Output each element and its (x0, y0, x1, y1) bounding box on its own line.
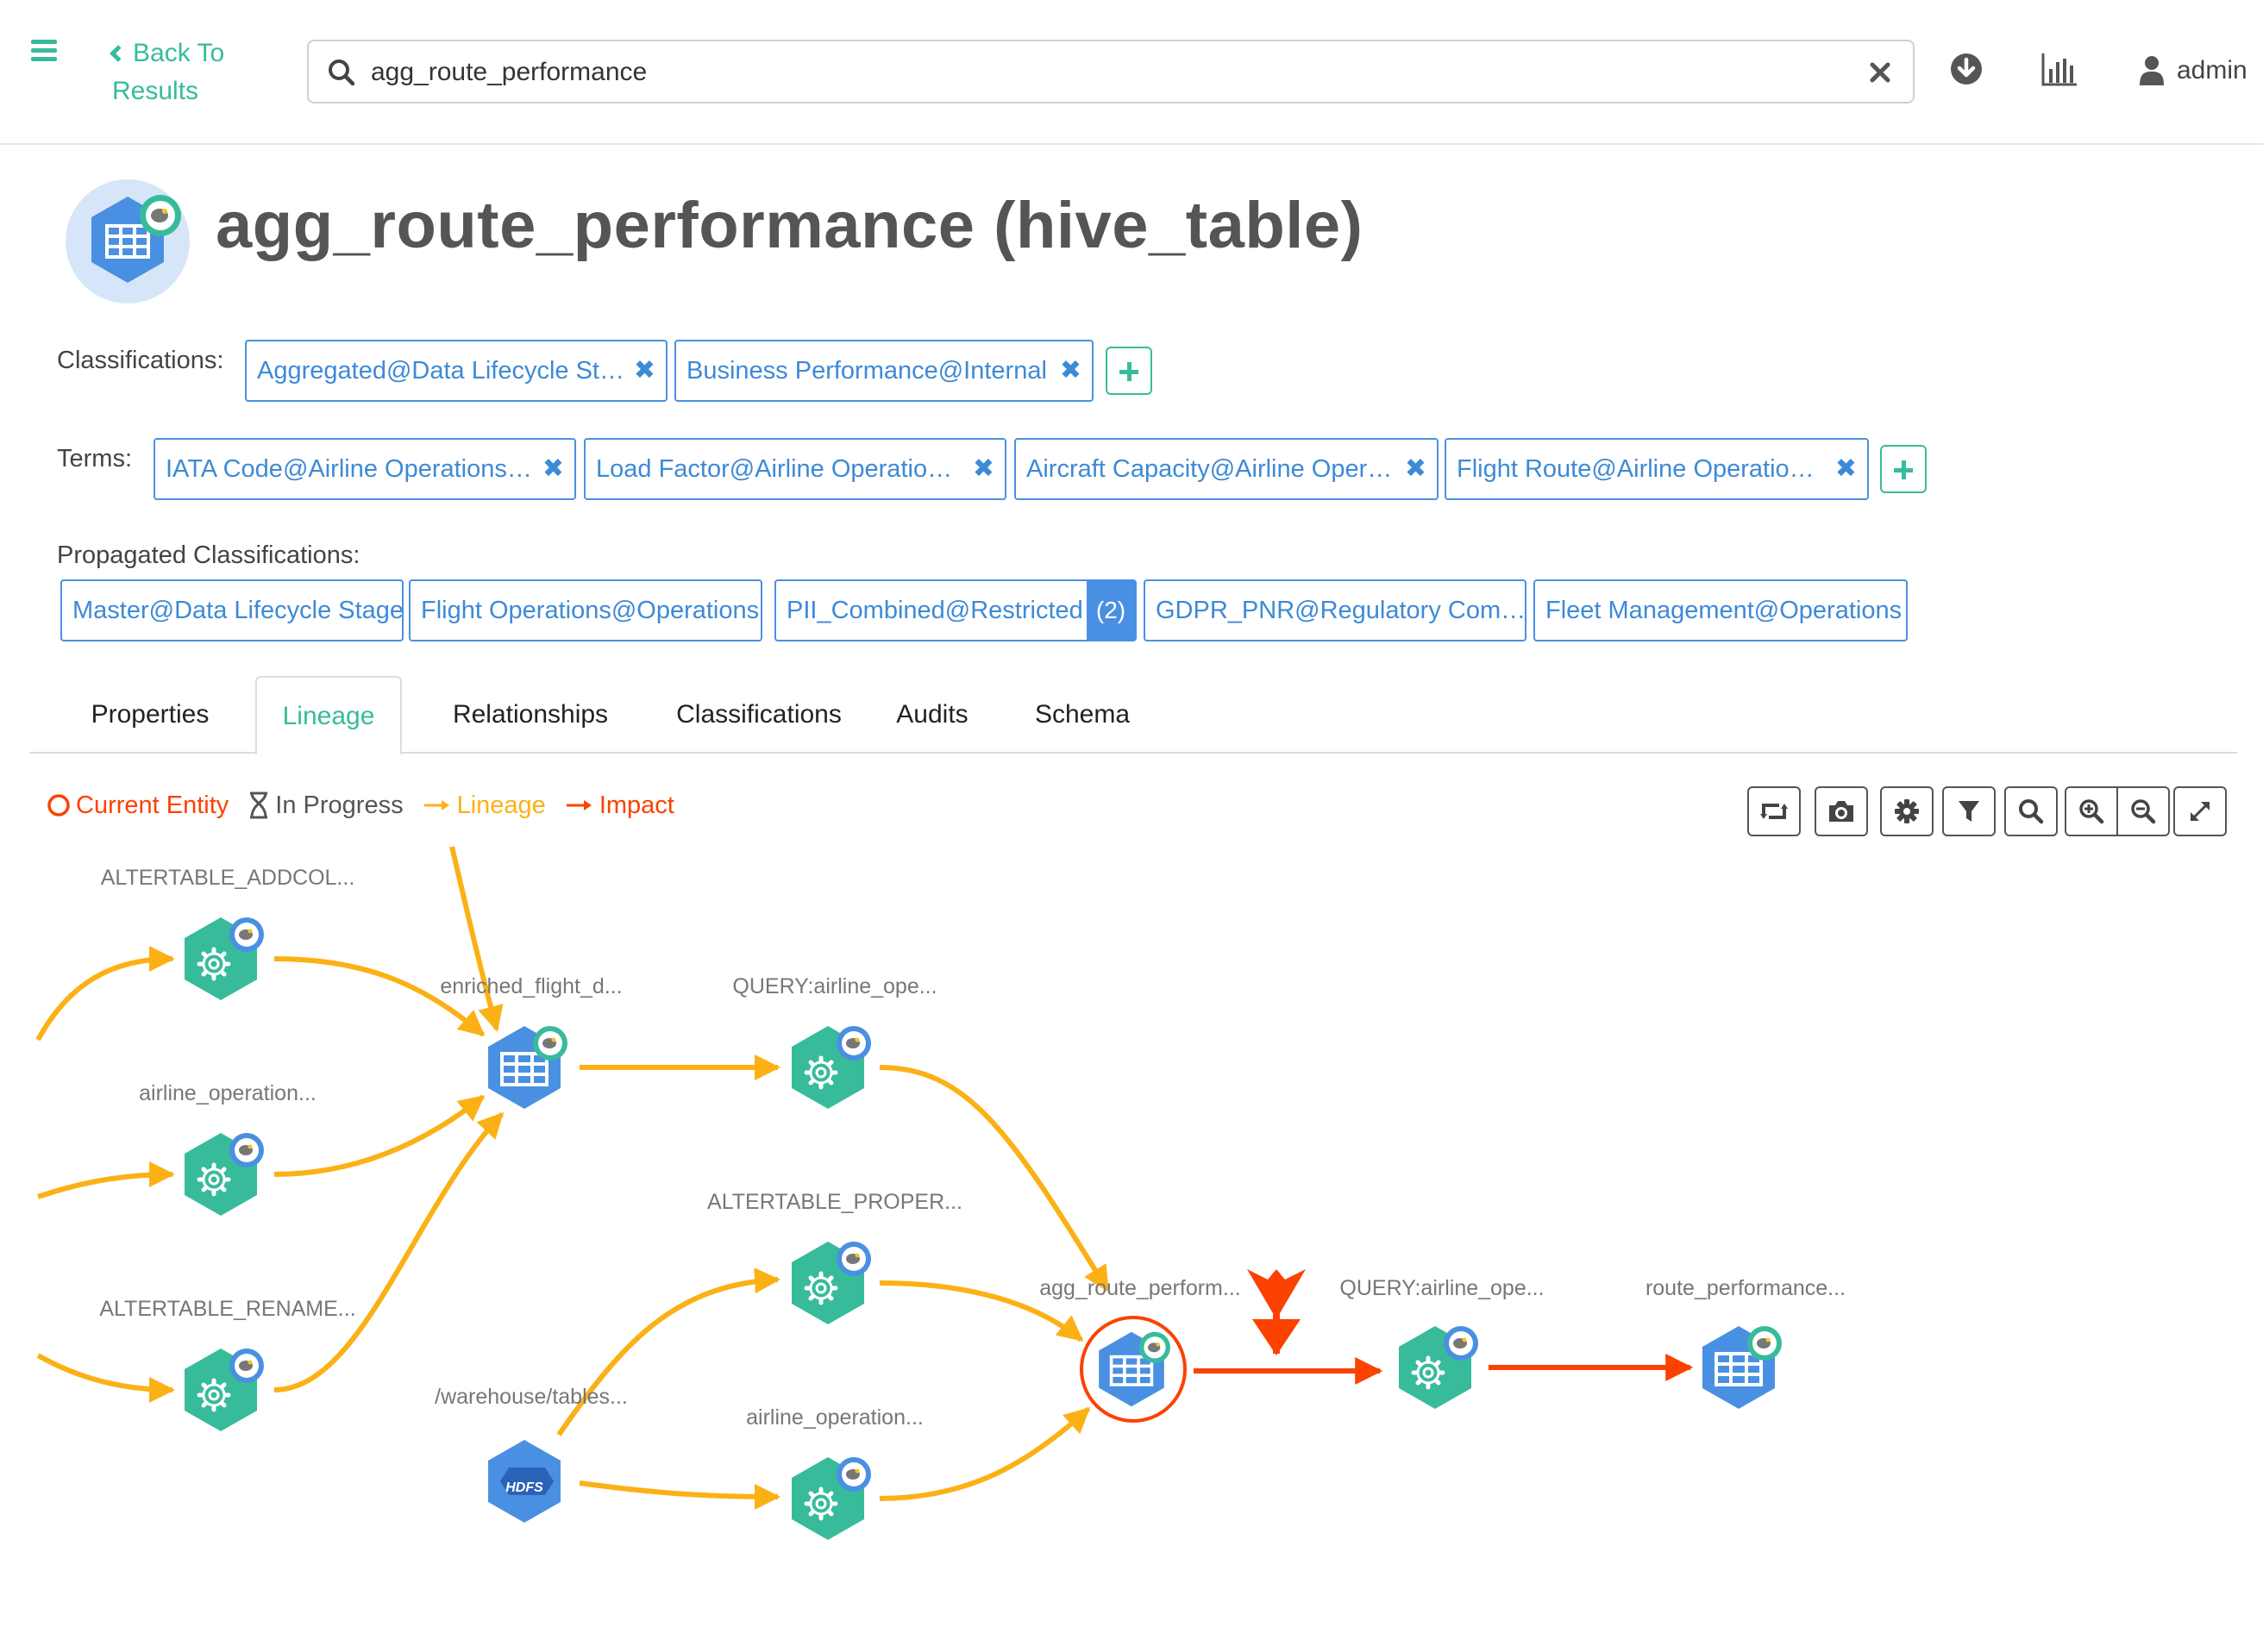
back-to-results-link[interactable]: Back To Results (110, 34, 224, 110)
hdfs-node-warehouse[interactable]: HDFS /warehouse/tables... (435, 1385, 628, 1523)
svg-text:ALTERTABLE_RENAME...: ALTERTABLE_RENAME... (99, 1297, 355, 1321)
arrow-right-icon (423, 800, 449, 810)
tab-properties[interactable]: Properties (91, 700, 210, 729)
tab-classifications[interactable]: Classifications (676, 700, 842, 729)
classification-tag[interactable]: Aggregated@Data Lifecycle St… ✖ (245, 340, 668, 402)
svg-text:airline_operation...: airline_operation... (139, 1081, 317, 1105)
svg-text:enriched_flight_d...: enriched_flight_d... (440, 974, 622, 998)
tab-audits[interactable]: Audits (896, 700, 969, 729)
annotation-arrow-head (1252, 1319, 1301, 1355)
filter-icon (1959, 801, 1979, 822)
camera-icon (1829, 801, 1853, 822)
process-node-query-2[interactable]: QUERY:airline_ope... (1339, 1276, 1545, 1409)
legend-lineage: Lineage (423, 792, 546, 820)
propagated-tag[interactable]: Master@Data Lifecycle Stage (60, 579, 404, 641)
expand-icon (2191, 802, 2210, 821)
svg-text:route_performance...: route_performance... (1646, 1276, 1846, 1300)
hourglass-icon (250, 792, 268, 819)
remove-tag-icon[interactable]: ✖ (1059, 356, 1081, 385)
term-tag[interactable]: Load Factor@Airline Operatio… ✖ (584, 438, 1006, 500)
term-tag[interactable]: IATA Code@Airline Operations… ✖ (154, 438, 576, 500)
terms-label: Terms: (57, 445, 132, 472)
chevron-left-icon (110, 45, 127, 62)
tab-relationships[interactable]: Relationships (452, 700, 609, 729)
search-graph-button[interactable] (2004, 786, 2058, 836)
table-node-route-performance[interactable]: route_performance... (1646, 1276, 1846, 1411)
retweet-icon (1760, 804, 1788, 819)
legend-impact: Impact (565, 792, 674, 820)
arrow-right-icon (566, 800, 592, 810)
svg-text:/warehouse/tables...: /warehouse/tables... (435, 1385, 628, 1409)
svg-text:airline_operation...: airline_operation... (746, 1405, 924, 1430)
add-term-button[interactable] (1880, 445, 1927, 493)
reset-layout-button[interactable] (1747, 786, 1801, 836)
search-input[interactable] (371, 50, 1837, 95)
statistics-icon[interactable] (2040, 50, 2078, 88)
process-node-airline-operation-1[interactable]: airline_operation... (139, 1081, 317, 1216)
svg-text:ALTERTABLE_ADDCOL...: ALTERTABLE_ADDCOL... (101, 866, 355, 890)
remove-tag-icon[interactable]: ✖ (542, 454, 564, 483)
tab-lineage[interactable]: Lineage (255, 676, 402, 755)
process-node-airline-operation-2[interactable]: airline_operation... (746, 1405, 924, 1540)
legend-in-progress: In Progress (248, 792, 404, 820)
propagated-tag[interactable]: Flight Operations@Operations (409, 579, 762, 641)
zoom-out-icon (2131, 799, 2156, 824)
term-tag[interactable]: Aircraft Capacity@Airline Oper… ✖ (1014, 438, 1439, 500)
propagated-classifications-label: Propagated Classifications: (57, 541, 360, 569)
page-title: agg_route_performance (hive_table) (216, 189, 1363, 262)
tab-schema[interactable]: Schema (1034, 700, 1131, 729)
zoom-out-button[interactable] (2116, 786, 2170, 836)
top-bar: Back To Results admin (0, 0, 2263, 145)
download-icon[interactable] (1947, 50, 1985, 88)
search-icon (329, 59, 355, 86)
lineage-legend: Current Entity In Progress Lineage Impac… (47, 788, 693, 823)
fullscreen-button[interactable] (2173, 786, 2227, 836)
add-classification-button[interactable] (1106, 347, 1152, 395)
username: admin (2177, 56, 2247, 84)
svg-text:QUERY:airline_ope...: QUERY:airline_ope... (732, 974, 937, 998)
gear-icon (1895, 799, 1919, 823)
remove-tag-icon[interactable]: ✖ (1834, 454, 1857, 483)
process-node-query-1[interactable]: QUERY:airline_ope... (732, 974, 937, 1109)
legend-current-entity: Current Entity (47, 792, 229, 820)
classifications-label: Classifications: (57, 347, 224, 374)
export-image-button[interactable] (1815, 786, 1868, 836)
propagated-tag[interactable]: Fleet Management@Operations (1533, 579, 1908, 641)
search-icon (2019, 799, 2044, 824)
svg-text:ALTERTABLE_PROPER...: ALTERTABLE_PROPER... (707, 1190, 962, 1214)
svg-text:QUERY:airline_ope...: QUERY:airline_ope... (1339, 1276, 1544, 1300)
current-entity-node-agg-route[interactable]: agg_route_perform... (1039, 1276, 1241, 1423)
lineage-edges (35, 846, 1110, 1510)
remove-tag-icon[interactable]: ✖ (1404, 454, 1426, 483)
propagation-count-badge: (2) (1087, 581, 1135, 640)
propagated-tag[interactable]: GDPR_PNR@Regulatory Com… (1144, 579, 1526, 641)
tab-bar: Properties Lineage Relationships Classif… (29, 676, 2237, 755)
hive-table-entity-icon (66, 179, 190, 303)
settings-button[interactable] (1880, 786, 1934, 836)
svg-text:HDFS: HDFS (505, 1480, 543, 1495)
lineage-graph[interactable]: ALTERTABLE_ADDCOL... airline_operation..… (0, 845, 2263, 1652)
menu-icon[interactable] (31, 40, 57, 62)
zoom-in-button[interactable] (2065, 786, 2118, 836)
process-node-altertable-addcol[interactable]: ALTERTABLE_ADDCOL... (101, 866, 355, 1000)
process-node-altertable-proper[interactable]: ALTERTABLE_PROPER... (707, 1190, 962, 1324)
user-menu[interactable]: admin (2139, 52, 2247, 90)
svg-text:agg_route_perform...: agg_route_perform... (1039, 1276, 1240, 1300)
term-tag[interactable]: Flight Route@Airline Operatio… ✖ (1445, 438, 1869, 500)
circle-icon (47, 794, 70, 817)
user-icon (2140, 56, 2164, 85)
remove-tag-icon[interactable]: ✖ (633, 356, 655, 385)
propagated-tag[interactable]: PII_Combined@Restricted (2) (774, 579, 1137, 641)
search-box[interactable] (307, 40, 1915, 103)
filter-button[interactable] (1942, 786, 1996, 836)
process-node-altertable-rename[interactable]: ALTERTABLE_RENAME... (99, 1297, 356, 1431)
zoom-in-icon (2079, 799, 2104, 824)
table-node-enriched-flight[interactable]: enriched_flight_d... (440, 974, 623, 1111)
impact-edges (1194, 1354, 1694, 1385)
remove-tag-icon[interactable]: ✖ (972, 454, 994, 483)
classification-tag[interactable]: Business Performance@Internal ✖ (674, 340, 1094, 402)
clear-search-icon[interactable] (1866, 59, 1894, 86)
